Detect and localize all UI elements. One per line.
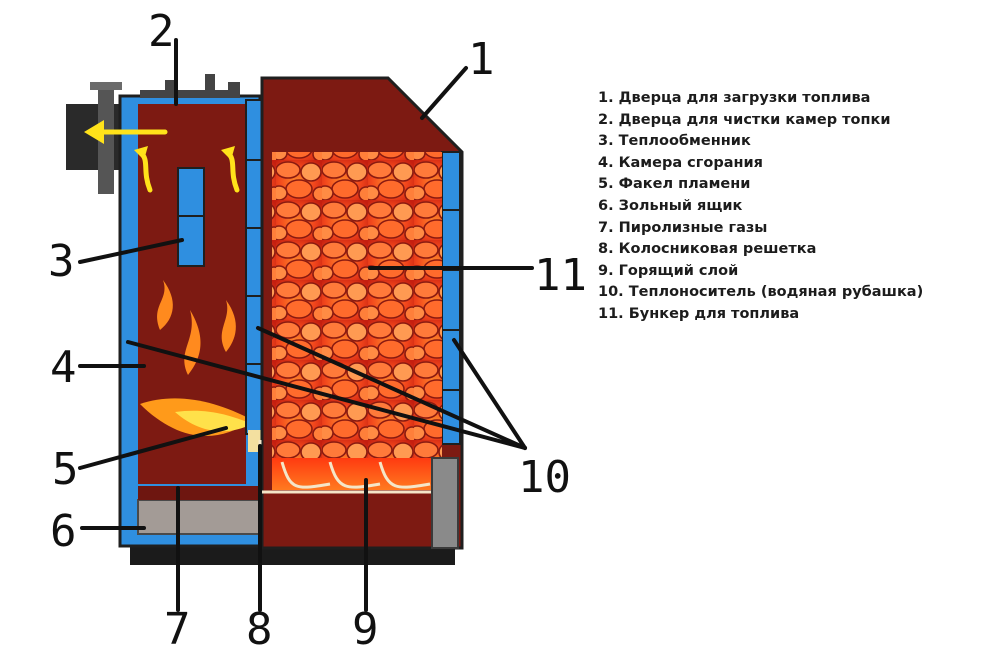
arrow-heads xyxy=(84,120,235,160)
callout-9: 9 xyxy=(352,604,379,655)
callout-8: 8 xyxy=(246,604,273,655)
legend-item-6: 6. Зольный ящик xyxy=(598,197,743,214)
legend-item-1: 1. Дверца для загрузки топлива xyxy=(598,90,871,106)
fuel-logs xyxy=(272,152,442,458)
leader-lines xyxy=(78,38,534,612)
legend-item-7: 7. Пиролизные газы xyxy=(598,219,768,236)
legend-item-11: 11. Бункер для топлива xyxy=(598,305,800,322)
callout-10: 10 xyxy=(518,452,571,503)
callout-6: 6 xyxy=(50,506,77,557)
right-water-jacket xyxy=(441,151,461,445)
legend-list: 1. Дверца для загрузки топлива 2. Дверца… xyxy=(598,88,923,326)
legend-item-2: 2. Дверца для чистки камер топки xyxy=(598,111,891,128)
legend-item-4: 4. Камера сгорания xyxy=(598,154,763,171)
legend-item-10: 10. Теплоноситель (водяная рубашка) xyxy=(598,284,924,301)
callout-2: 2 xyxy=(148,6,175,57)
top-fittings xyxy=(140,74,240,98)
callout-3: 3 xyxy=(48,236,75,287)
legend-item-9: 9. Горящий слой xyxy=(598,262,739,279)
callout-11: 11 xyxy=(534,250,587,301)
burning-layer xyxy=(272,458,432,490)
legend-item-3: 3. Теплообменник xyxy=(598,133,751,150)
callout-7: 7 xyxy=(164,604,191,655)
callout-5: 5 xyxy=(52,444,79,495)
callout-1: 1 xyxy=(468,34,495,85)
callout-4: 4 xyxy=(50,342,77,393)
legend-item-5: 5. Факел пламени xyxy=(598,176,751,193)
legend-item-8: 8. Колосниковая решетка xyxy=(598,241,817,258)
